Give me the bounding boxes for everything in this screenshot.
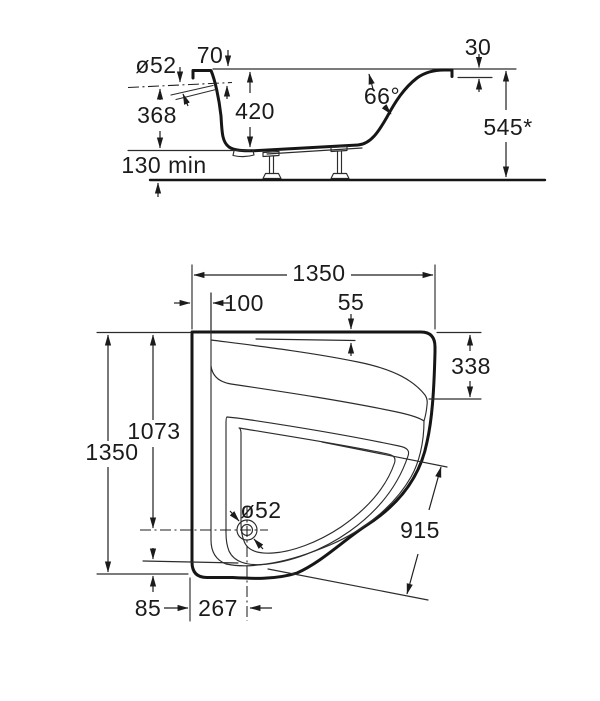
dim-drain-diameter: ø52: [229, 497, 281, 550]
dim-inner-depth-label: 420: [235, 98, 275, 124]
dim-overflow-diameter: ø52: [135, 52, 190, 107]
basin-bottom-extension-line: [142, 560, 239, 564]
dim-drain-distance-from-left: 267: [198, 595, 272, 621]
top-rim-inner-line: [255, 338, 356, 342]
dim-floor-clearance: 130 min: [121, 152, 206, 197]
dim-inner-radius: 915: [267, 441, 448, 601]
rim-inner-edge: [210, 292, 425, 567]
drain-outer-circle: [236, 519, 258, 541]
headrest-ledge-lower-edge: [210, 365, 425, 422]
dim-overall-width: 1350: [193, 260, 434, 286]
tub-plan-outline: [190, 330, 437, 580]
dim-backrest-angle-label: 66°: [364, 83, 400, 109]
overflow-hole-edge-1: [170, 84, 214, 96]
dim-overall-height: 545*: [483, 70, 532, 178]
dim-inner-radius-label: 915: [400, 517, 440, 543]
dim-floor-clearance-label: 130 min: [121, 152, 206, 178]
waste-fitting: [232, 149, 255, 158]
dim-overflow-height-label: 368: [137, 102, 177, 128]
dim-top-rim-width: 55: [338, 289, 365, 356]
dim-overall-depth: 1350: [85, 334, 138, 573]
dim-bottom-edge-offset-label: 85: [135, 595, 162, 621]
dim-headrest-ledge-depth-label: 338: [451, 353, 491, 379]
basin-floor: [238, 427, 396, 554]
dim-overflow-height: 368: [137, 88, 177, 149]
dim-overall-height-label: 545*: [483, 114, 532, 140]
dim-bottom-edge-offset: 85: [135, 595, 189, 621]
left-adjustable-foot: [262, 150, 282, 180]
dim-rim-edge-height: 30: [465, 34, 492, 92]
dim-overall-depth-label: 1350: [85, 439, 138, 465]
dim-top-rim-width-label: 55: [338, 289, 365, 315]
dim-overflow-diameter-label: ø52: [135, 52, 176, 78]
dim-backrest-angle: 66°: [364, 73, 400, 115]
headrest-ledge-upper-edge: [210, 339, 428, 422]
dim-overall-width-label: 1350: [292, 260, 345, 286]
plan-top-view: ø52 915 1350 100 55: [85, 260, 491, 622]
basin-edge: [225, 416, 410, 566]
dim-left-rim-width-label: 100: [224, 290, 264, 316]
dim-headrest-ledge-depth: 338: [428, 331, 491, 400]
dim-drain-diameter-label: ø52: [240, 497, 281, 523]
dim-inner-depth: 420: [235, 71, 275, 148]
dim-rim-edge-height-label: 30: [465, 34, 492, 60]
tub-side-profile: [191, 68, 454, 153]
support-frame-bar: [266, 147, 363, 155]
dim-drain-distance-from-left-label: 267: [198, 595, 238, 621]
side-elevation-view: ø52 70 30 420 368 130 min: [121, 34, 547, 197]
overflow-centerline: [127, 81, 233, 89]
overflow-hole-edge-2: [175, 88, 217, 101]
dim-drain-distance-from-top-label: 1073: [127, 418, 180, 444]
right-adjustable-foot: [330, 145, 350, 180]
dim-rim-to-overflow-label: 70: [197, 42, 224, 68]
dim-left-rim-width: 100: [174, 290, 264, 316]
dim-drain-distance-from-top: 1073: [127, 334, 180, 529]
dim-rim-to-overflow: 70: [197, 42, 232, 99]
